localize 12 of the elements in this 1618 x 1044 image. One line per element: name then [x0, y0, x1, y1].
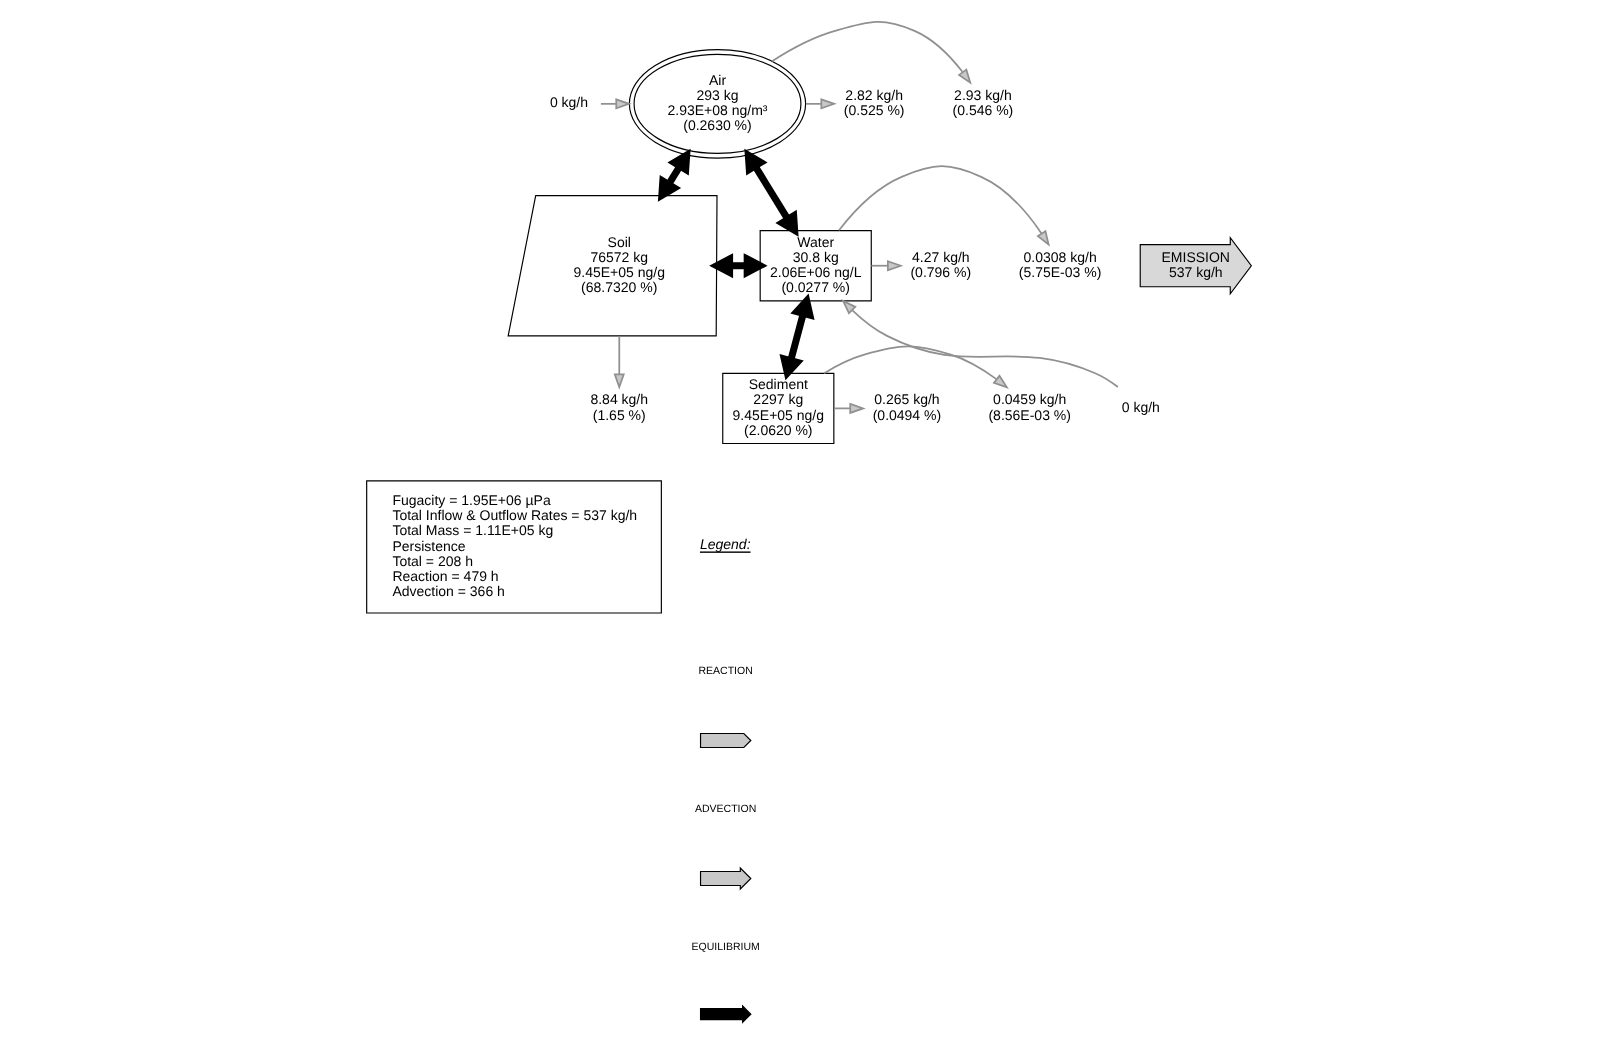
arrow	[657, 148, 691, 202]
arrow	[613, 335, 625, 390]
arrow	[841, 299, 1119, 388]
arrow	[771, 21, 972, 85]
arrow	[870, 260, 904, 272]
arrow	[779, 293, 815, 381]
arrow	[838, 165, 1051, 247]
arrow	[709, 253, 768, 279]
arrow	[823, 345, 1009, 389]
arrow	[600, 98, 632, 110]
arrow	[744, 148, 799, 237]
arrow	[805, 98, 837, 110]
